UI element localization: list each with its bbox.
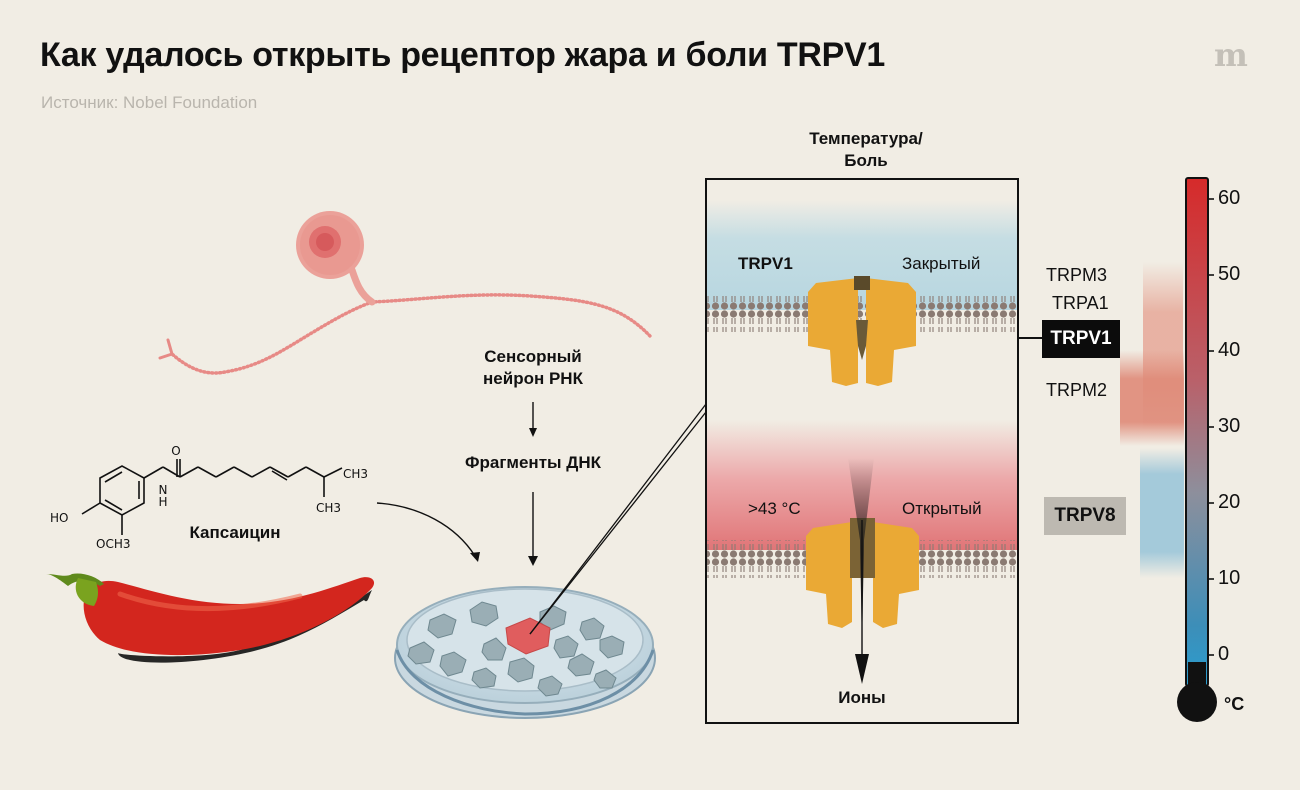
receptor-range-bands [1120,262,1184,578]
trpv1-receptor-badge: TRPV1 [1042,320,1120,358]
chem-ch3-bottom-label: CH3 [316,501,341,515]
open-state-label: Открытый [902,499,982,518]
threshold-label: >43 °C [748,499,801,518]
open-channel-icon [806,458,919,684]
dna-fragments-label: Фрагменты ДНК [464,453,602,472]
petri-dish-illustration [394,403,707,719]
chem-o-label: O [171,444,180,458]
capsaicin-structure [81,459,343,535]
trpa1-label: TRPA1 [1052,293,1109,313]
temp-unit-label: °C [1224,694,1245,714]
thermometer [1177,177,1217,722]
temp-tick-40: 40 [1218,339,1241,361]
chili-pepper-illustration [46,573,375,663]
trpv1-mechanism-panel [705,178,1042,724]
panel-header: Температура/ Боль [778,128,954,172]
trpm3-label: TRPM3 [1046,265,1108,285]
panel-header-line1: Температура/ [809,129,923,148]
chem-ch3-top-label: CH3 [343,467,368,481]
capsaicin-label: Капсаицин [189,523,281,542]
chem-och3-label: OCH3 [96,537,130,551]
flow-arrows [376,402,538,566]
brand-logo: m [1214,36,1248,74]
page-title: Как удалось открыть рецептор жара и боли… [40,36,885,74]
closed-state-label: Закрытый [902,254,981,273]
trpv8-receptor-badge: TRPV8 [1044,497,1126,535]
trpm2-label: TRPM2 [1046,380,1108,400]
trpv1-channel-label: TRPV1 [738,254,793,273]
temp-tick-30: 30 [1218,415,1241,437]
closed-channel-icon [808,276,916,386]
temp-tick-60: 60 [1218,187,1241,209]
chem-ho-label: HO [50,511,68,525]
sensory-neuron-illustration [158,211,652,375]
temp-tick-50: 50 [1218,263,1241,285]
chem-n-label: N [159,483,168,497]
panel-header-line2: Боль [844,151,888,170]
chem-h-label: H [158,495,167,509]
temp-tick-0: 0 [1218,643,1230,665]
rna-label-line2: нейрон РНК [483,369,583,388]
ions-label: Ионы [838,688,886,707]
rna-label-line1: Сенсорный [484,347,582,366]
temp-tick-10: 10 [1218,567,1241,589]
source-caption: Источник: Nobel Foundation [41,93,258,112]
temp-tick-20: 20 [1218,491,1241,513]
rna-label: Сенсорный нейрон РНК [448,346,618,390]
